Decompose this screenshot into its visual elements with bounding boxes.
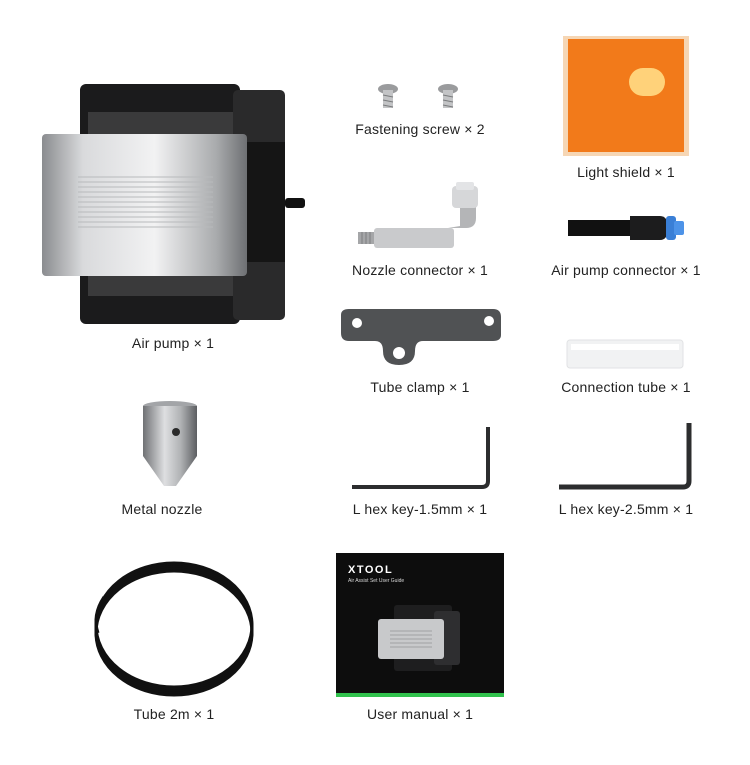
nozzle-connector-image [358, 182, 478, 248]
tube-clamp-image [341, 309, 501, 365]
light-shield-image [563, 36, 689, 156]
air-pump-connector-label: Air pump connector × 1 [551, 262, 701, 278]
manual-green-stripe [336, 693, 504, 697]
tube-coil-image [94, 561, 254, 697]
connection-tube-image [566, 339, 684, 369]
manual-pump-illustration [378, 605, 460, 671]
air-pump-label: Air pump × 1 [131, 335, 215, 351]
manual-brand: XTOOL [348, 564, 394, 576]
hex-key-large-image [559, 423, 692, 490]
light-shield-label: Light shield × 1 [577, 164, 675, 180]
tube-label: Tube 2m × 1 [133, 706, 215, 722]
hex-key-large-label: L hex key-2.5mm × 1 [558, 501, 694, 517]
hex-key-small-label: L hex key-1.5mm × 1 [352, 501, 488, 517]
fastening-screw-image [378, 84, 458, 108]
hex-key-small-image [352, 427, 490, 489]
air-pump-image [42, 84, 305, 324]
metal-nozzle-label: Metal nozzle [121, 501, 203, 517]
tube-clamp-label: Tube clamp × 1 [370, 379, 470, 395]
fastening-screw-label: Fastening screw × 2 [355, 121, 485, 137]
air-pump-connector-image [568, 216, 684, 240]
nozzle-connector-label: Nozzle connector × 1 [352, 262, 488, 278]
metal-nozzle-image [143, 401, 197, 486]
connection-tube-label: Connection tube × 1 [561, 379, 691, 395]
user-manual-image: XTOOL Air Assist Set User Guide [336, 553, 504, 697]
user-manual-label: User manual × 1 [366, 706, 474, 722]
manual-subtitle: Air Assist Set User Guide [348, 578, 405, 584]
